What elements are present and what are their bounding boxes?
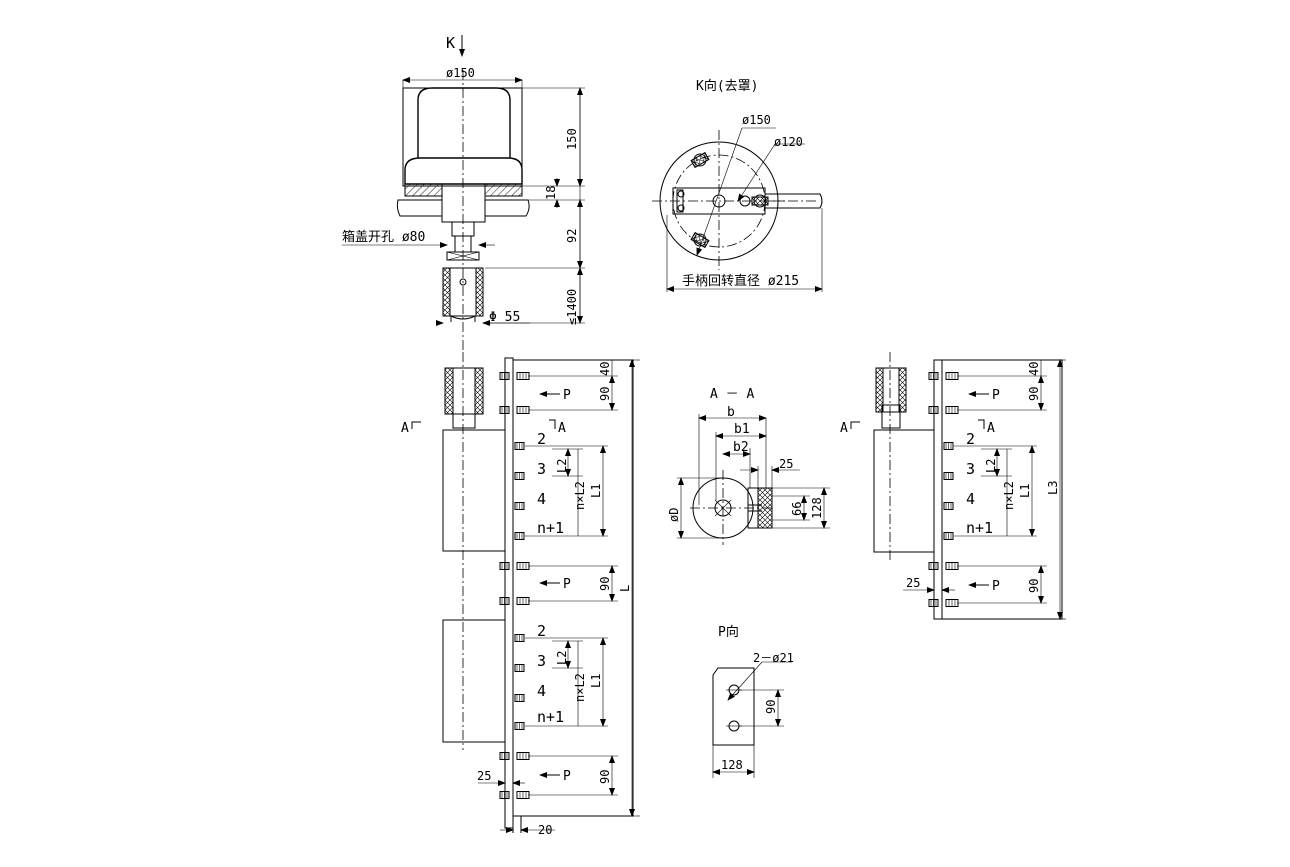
section-a-right: A [558,421,566,436]
p-label-2: P [563,577,571,592]
dim-90-label-1: 90 [598,387,612,401]
dim-b1-label: b1 [734,422,750,437]
p-dim-128-label: 128 [721,758,743,772]
p-holes-label: 2－ø21 [753,651,794,665]
contact-num-g1-4: 4 [537,490,546,508]
p-view-title: P向 [718,624,739,640]
right-contact-num-2: 2 [966,430,975,448]
contact-num-g1-2: 2 [537,430,546,448]
nxl2-label-2: n×L2 [573,673,587,702]
right-section-a-right: A [987,421,995,436]
contact-num-g2-3: 3 [537,652,546,670]
right-l2-label: L2 [984,459,998,473]
dim-128-section-label: 128 [810,497,824,519]
right-nxl2-label: n×L2 [1002,481,1016,510]
top-height-150-label: 150 [565,128,579,150]
right-dim-90-label-1: 90 [1027,387,1041,401]
contact-num-g1-n1: n+1 [537,519,564,537]
p-dim-90-label: 90 [764,700,778,714]
l1-label-2: L1 [589,674,603,688]
cover-hole-label: 箱盖开孔 ø80 [342,229,425,245]
top-flange-18-label: 18 [544,186,558,200]
dim-b-label: b [727,405,735,420]
dim-40-label: 40 [598,362,612,376]
contact-num-g2-n1: n+1 [537,708,564,726]
dim-90-label-3: 90 [598,770,612,784]
section-aa-view: A － A b b1 b2 25 øD [667,387,830,545]
top-height-92-label: 92 [565,229,579,243]
k-view-title: K向(去罩) [696,78,758,94]
right-dim-25-label: 25 [906,576,920,590]
handle-dia-label: 手柄回转直径 ø215 [682,274,799,289]
l1-label-1: L1 [589,484,603,498]
total-l-label: L [618,585,632,592]
right-p-label-1: P [992,388,1000,403]
contact-num-g2-4: 4 [537,682,546,700]
k-dia-120-label: ø120 [774,135,803,149]
right-contact-num-n1: n+1 [966,519,993,537]
contact-num-g1-3: 3 [537,460,546,478]
l2-label-2: L2 [555,651,569,665]
p-label-1: P [563,388,571,403]
k-dia-150-label: ø150 [742,113,771,127]
dim-25-label: 25 [477,769,491,783]
top-view-drive-head: K ø150 [342,34,585,350]
right-dim-40-label: 40 [1027,362,1041,376]
main-view-switch: P P P A A 2 3 4 n+1 2 3 4 n+1 40 90 L1 [401,352,640,837]
right-p-label-2: P [992,579,1000,594]
nxl2-label-1: n×L2 [573,481,587,510]
k-view: K向(去罩) ø150 ø120 手柄回转直径 ø215 [652,78,823,292]
phi-55-label: Φ 55 [489,310,520,325]
dim-90-label-2: 90 [598,577,612,591]
right-view-switch: P P A A 2 3 4 n+1 40 90 L1 L2 n×L2 90 [840,352,1066,620]
contact-num-g2-2: 2 [537,622,546,640]
top-dia-150-label: ø150 [446,66,475,80]
l2-label-1: L2 [555,459,569,473]
k-direction-label: K [446,34,455,52]
dim-20-label: 20 [538,823,552,837]
right-l1-label: L1 [1018,484,1032,498]
dim-66-label: 66 [790,502,804,516]
right-contact-num-4: 4 [966,490,975,508]
section-a-left: A [401,421,409,436]
right-contact-num-3: 3 [966,460,975,478]
dim-25-section-label: 25 [779,457,793,471]
right-section-a-left: A [840,421,848,436]
dia-d-label: øD [667,508,681,522]
right-l3-label: L3 [1046,481,1060,495]
p-view: P向 2－ø21 90 128 [712,624,794,778]
right-dim-90-label-2: 90 [1027,579,1041,593]
top-height-1400-label: ≤1400 [565,289,579,325]
p-label-3: P [563,769,571,784]
section-aa-title: A － A [710,387,754,402]
dim-b2-label: b2 [733,440,749,455]
